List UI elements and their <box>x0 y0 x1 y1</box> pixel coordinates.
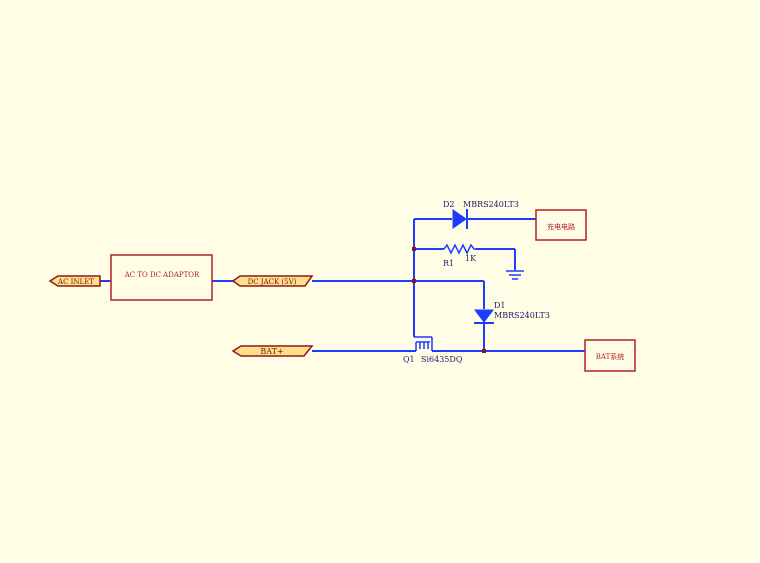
wires <box>100 218 585 352</box>
adaptor-block[interactable]: AC TO DC ADAPTOR <box>110 254 213 301</box>
diode-d1[interactable]: D1 MBRS240LT3 <box>474 301 550 324</box>
port-dc-jack[interactable]: DC JACK (5V) <box>231 275 314 287</box>
port-dc-jack-label: DC JACK (5V) <box>248 278 297 286</box>
bat-system-label: BAT系统 <box>596 352 625 361</box>
bat-system-block[interactable]: BAT系统 <box>584 339 636 372</box>
junctions <box>412 247 486 353</box>
r1-ref: R1 <box>443 259 454 268</box>
adaptor-label: AC TO DC ADAPTOR <box>124 271 200 279</box>
ground-icon <box>506 270 524 280</box>
q1-ref: Q1 <box>403 355 415 364</box>
mosfet-q1[interactable]: Q1 Si6435DQ <box>403 336 463 364</box>
port-ac-inlet[interactable]: AC INLET <box>48 275 101 287</box>
port-bat[interactable]: BAT+ <box>231 345 314 357</box>
port-ac-inlet-label: AC INLET <box>57 278 94 286</box>
d2-ref: D2 <box>443 200 455 209</box>
junction-dot <box>412 247 416 251</box>
diode-d2[interactable]: D2 MBRS240LT3 <box>443 200 519 229</box>
port-bat-label: BAT+ <box>260 347 283 356</box>
charge-block[interactable]: 充电电路 <box>535 209 587 241</box>
resistor-r1[interactable]: R1 1K <box>443 243 477 268</box>
d1-ref: D1 <box>494 301 506 310</box>
charge-label: 充电电路 <box>547 222 575 231</box>
junction-dot <box>482 349 486 353</box>
q1-part: Si6435DQ <box>421 355 463 364</box>
d1-part: MBRS240LT3 <box>494 311 550 320</box>
junction-dot <box>412 279 416 283</box>
r1-value: 1K <box>465 254 477 263</box>
d2-part: MBRS240LT3 <box>463 200 519 209</box>
